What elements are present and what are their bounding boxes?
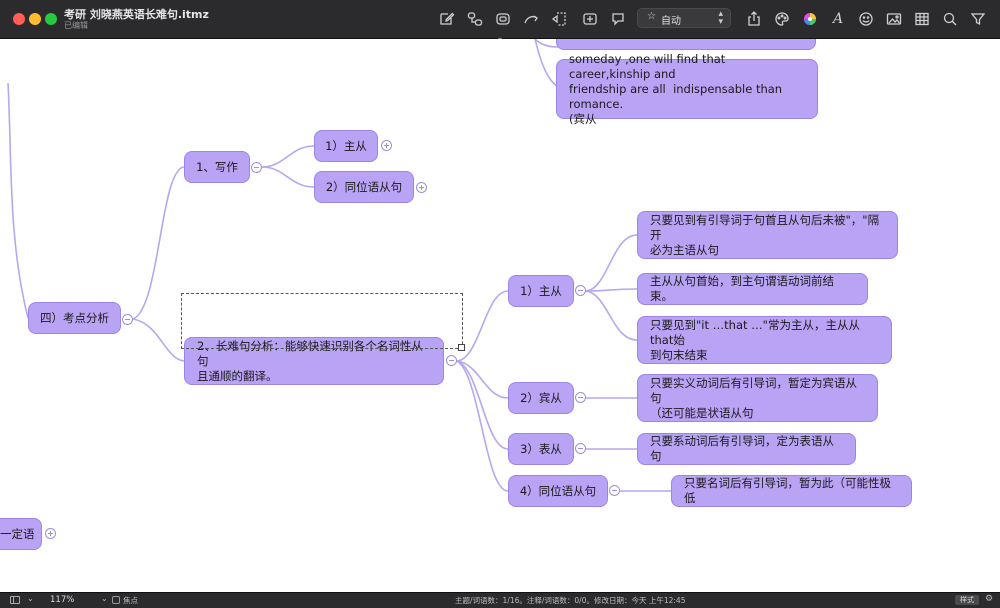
focus-label: 焦点 — [123, 596, 138, 605]
connector-writing-appositive — [261, 166, 315, 188]
topic-clause-subject[interactable]: 1）主从 — [508, 275, 574, 307]
topic-writing-appositive[interactable]: 2）同位语从句 — [314, 171, 414, 203]
topic-text: someday ,one will find that career,kinsh… — [569, 51, 783, 126]
collapse-toggle-icon[interactable] — [122, 314, 133, 325]
callout-icon[interactable] — [521, 9, 541, 29]
collapse-toggle-icon[interactable] — [575, 443, 586, 454]
topic-text: 只要见到"it …that …"常为主从，主从从that始 到句末结束 — [650, 317, 860, 362]
theme-select-value: 自动 — [661, 16, 681, 27]
topic-text: 只要实义动词后有引导词，暂定为宾语从句 （还可能是状语从句 — [650, 375, 857, 420]
topic-writing-main-clause[interactable]: 1）主从 — [314, 130, 378, 162]
topic-text: 一定语 — [0, 526, 35, 541]
note-subject-clause-2[interactable]: 主从从句首始，到主句谓语动词前结束。 — [637, 273, 868, 305]
font-icon[interactable]: A — [832, 11, 844, 27]
connector-long-sentence — [132, 318, 185, 362]
topic-writing[interactable]: 1、写作 — [184, 151, 250, 183]
close-window-button[interactable] — [13, 13, 25, 25]
connector-root-section4 — [7, 82, 29, 319]
expand-toggle-icon[interactable] — [416, 182, 427, 193]
status-bar: ⌄ 117% ⌄ 焦点 主题/词语数：1/16。注释/词语数：0/0。修改日期：… — [0, 592, 1000, 608]
topic-text: 2）同位语从句 — [325, 179, 403, 194]
style-button[interactable]: 样式 — [955, 595, 979, 605]
connector-top-partial — [534, 39, 559, 48]
chevron-updown-icon: ▴▾ — [718, 9, 723, 27]
connector-writing — [132, 166, 185, 320]
collapse-toggle-icon[interactable] — [609, 485, 620, 496]
topic-example-sentence[interactable]: someday ,one will find that career,kinsh… — [556, 52, 818, 126]
topic-text: 只要名词后有引导词，暂为此（可能性极低 — [684, 476, 891, 505]
note-predicative-clause[interactable]: 只要系动词后有引导词，定为表语从句 — [637, 433, 856, 465]
topic-text: 只要系动词后有引导词，定为表语从句 — [650, 434, 834, 463]
topic-clause-predicative[interactable]: 3）表从 — [508, 433, 574, 465]
summary-icon[interactable] — [549, 9, 569, 29]
theme-star-icon: ☆ — [647, 11, 656, 22]
share-icon[interactable] — [744, 9, 764, 29]
insert-topic-icon[interactable] — [580, 9, 600, 29]
theme-select[interactable]: ☆ 自动 ▴▾ — [637, 8, 731, 28]
topic-clause-object[interactable]: 2）宾从 — [508, 382, 574, 414]
selection-outline — [181, 293, 463, 349]
topic-partial-top[interactable] — [556, 39, 816, 50]
gear-icon[interactable]: ⚙ — [985, 594, 994, 604]
color-wheel-icon[interactable] — [800, 9, 820, 29]
note-subject-clause-1[interactable]: 只要见到有引导词于句首且从句后未被"，"隔开 必为主语从句 — [637, 211, 898, 259]
zoom-window-button[interactable] — [45, 13, 57, 25]
topic-text: 2）宾从 — [520, 390, 562, 405]
branch-connectors — [7, 39, 671, 492]
connector-clause-appositive — [456, 360, 509, 492]
zoom-level[interactable]: 117% — [50, 595, 75, 605]
collapse-toggle-icon[interactable] — [575, 392, 586, 403]
image-icon[interactable] — [884, 9, 904, 29]
collapse-toggle-icon[interactable] — [446, 355, 457, 366]
note-appositive-clause[interactable]: 只要名词后有引导词，暂为此（可能性极低 — [671, 475, 912, 507]
document-title: 考研 刘晓燕英语长难句.itmz — [64, 8, 209, 21]
topic-long-sentence[interactable]: 2、长难句分析：能够快速识别各个名词性从句 且通顺的翻译。 — [184, 337, 444, 385]
search-icon[interactable] — [940, 9, 960, 29]
topic-text: 3）表从 — [520, 441, 562, 456]
topic-text: 1）主从 — [325, 138, 367, 153]
minimize-window-button[interactable] — [29, 13, 41, 25]
palette-icon[interactable] — [772, 9, 792, 29]
note-subject-clause-3[interactable]: 只要见到"it …that …"常为主从，主从从that始 到句末结束 — [637, 316, 892, 364]
topic-section-4[interactable]: 四）考点分析 — [28, 302, 121, 334]
document-status: 已编辑 — [64, 21, 88, 30]
table-icon[interactable] — [912, 9, 932, 29]
zoom-chevron-icon[interactable]: ⌄ — [101, 594, 108, 603]
topic-text: 2、长难句分析：能够快速识别各个名词性从句 且通顺的翻译。 — [197, 338, 423, 383]
connector-subject-note-2 — [585, 288, 638, 292]
comment-icon[interactable] — [608, 9, 628, 29]
relation-icon[interactable] — [465, 9, 485, 29]
emoji-icon[interactable] — [856, 9, 876, 29]
collapse-toggle-icon[interactable] — [251, 162, 262, 173]
mindmap-canvas[interactable]: someday ,one will find that career,kinsh… — [0, 39, 1000, 592]
chevron-down-icon[interactable]: ⌄ — [27, 594, 34, 603]
connector-example-sentence — [534, 39, 559, 88]
filter-icon[interactable] — [968, 9, 988, 29]
topic-text: 只要见到有引导词于句首且从句后未被"，"隔开 必为主语从句 — [650, 212, 880, 257]
topic-partial-left[interactable]: 一定语 — [0, 518, 42, 550]
topic-text: 1、写作 — [196, 159, 238, 174]
boundary-icon[interactable] — [493, 9, 513, 29]
title-bar: 考研 刘晓燕英语长难句.itmz 已编辑 ☆ 自动 ▴▾ A — [0, 0, 1000, 39]
topic-text: 主从从句首始，到主句谓语动词前结束。 — [650, 274, 834, 303]
expand-toggle-icon[interactable] — [381, 140, 392, 151]
expand-toggle-icon[interactable] — [45, 528, 56, 539]
document-stats: 主题/词语数：1/16。注释/词语数：0/0。修改日期：今天 上午12:45 — [455, 596, 686, 605]
collapse-toggle-icon[interactable] — [575, 285, 586, 296]
connector-subject-note-3 — [585, 290, 638, 341]
edit-icon[interactable] — [437, 9, 457, 29]
resize-handle[interactable] — [458, 344, 465, 351]
sidebar-toggle-icon[interactable] — [10, 596, 20, 604]
connector-clause-object — [456, 360, 509, 399]
connector-clause-subject — [456, 290, 509, 362]
focus-checkbox[interactable] — [112, 596, 120, 604]
connector-subject-note-1 — [585, 234, 638, 292]
note-object-clause[interactable]: 只要实义动词后有引导词，暂定为宾语从句 （还可能是状语从句 — [637, 374, 878, 422]
connector-clause-predicative — [456, 360, 509, 450]
topic-clause-appositive[interactable]: 4）同位语从句 — [508, 475, 608, 507]
connector-writing-main — [261, 145, 315, 168]
topic-text: 1）主从 — [520, 283, 562, 298]
topic-text: 4）同位语从句 — [519, 483, 597, 498]
topic-text: 四）考点分析 — [40, 310, 109, 325]
